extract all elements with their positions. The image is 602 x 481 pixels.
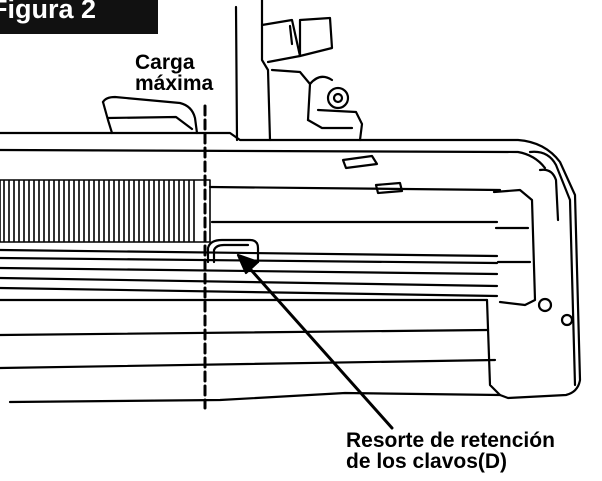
retention-spring-callout: Resorte de retención de los clavos(D) xyxy=(346,430,555,472)
top-bracket xyxy=(234,0,364,142)
body-tabs xyxy=(341,154,404,195)
retention-spring-callout-line2: de los clavos(D) xyxy=(346,451,555,472)
magazine-body xyxy=(0,131,582,404)
max-load-callout-line1: Carga xyxy=(135,52,214,73)
max-load-callout-line2: máxima xyxy=(135,72,214,95)
retention-spring-callout-line1: Resorte de retención xyxy=(346,429,555,452)
retention-spring-part xyxy=(206,238,260,264)
top-clip xyxy=(101,95,199,135)
spring-leader-arrow xyxy=(236,253,394,430)
figure-number-text: Figura 2 xyxy=(0,0,97,24)
end-bracket xyxy=(492,168,574,327)
guide-rail-stripes xyxy=(0,179,211,243)
figure-number-tag: Figura 2 xyxy=(0,0,158,34)
max-load-callout: Carga máxima xyxy=(135,52,214,95)
